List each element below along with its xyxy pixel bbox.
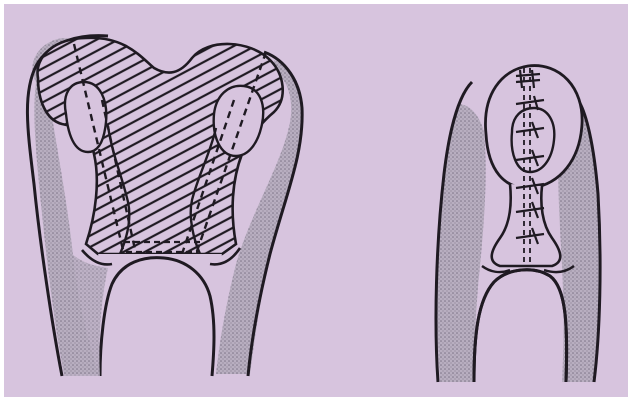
figure-frame (4, 4, 628, 397)
left-illustration (27, 36, 302, 376)
right-illustration (436, 66, 600, 382)
right-body-outline (492, 184, 561, 266)
figure-svg (4, 4, 628, 397)
left-knuckle-loop-right (214, 86, 264, 156)
right-skin-band-left (437, 104, 485, 382)
left-web-curve (100, 258, 214, 376)
right-lower-arch-fill (478, 274, 563, 382)
